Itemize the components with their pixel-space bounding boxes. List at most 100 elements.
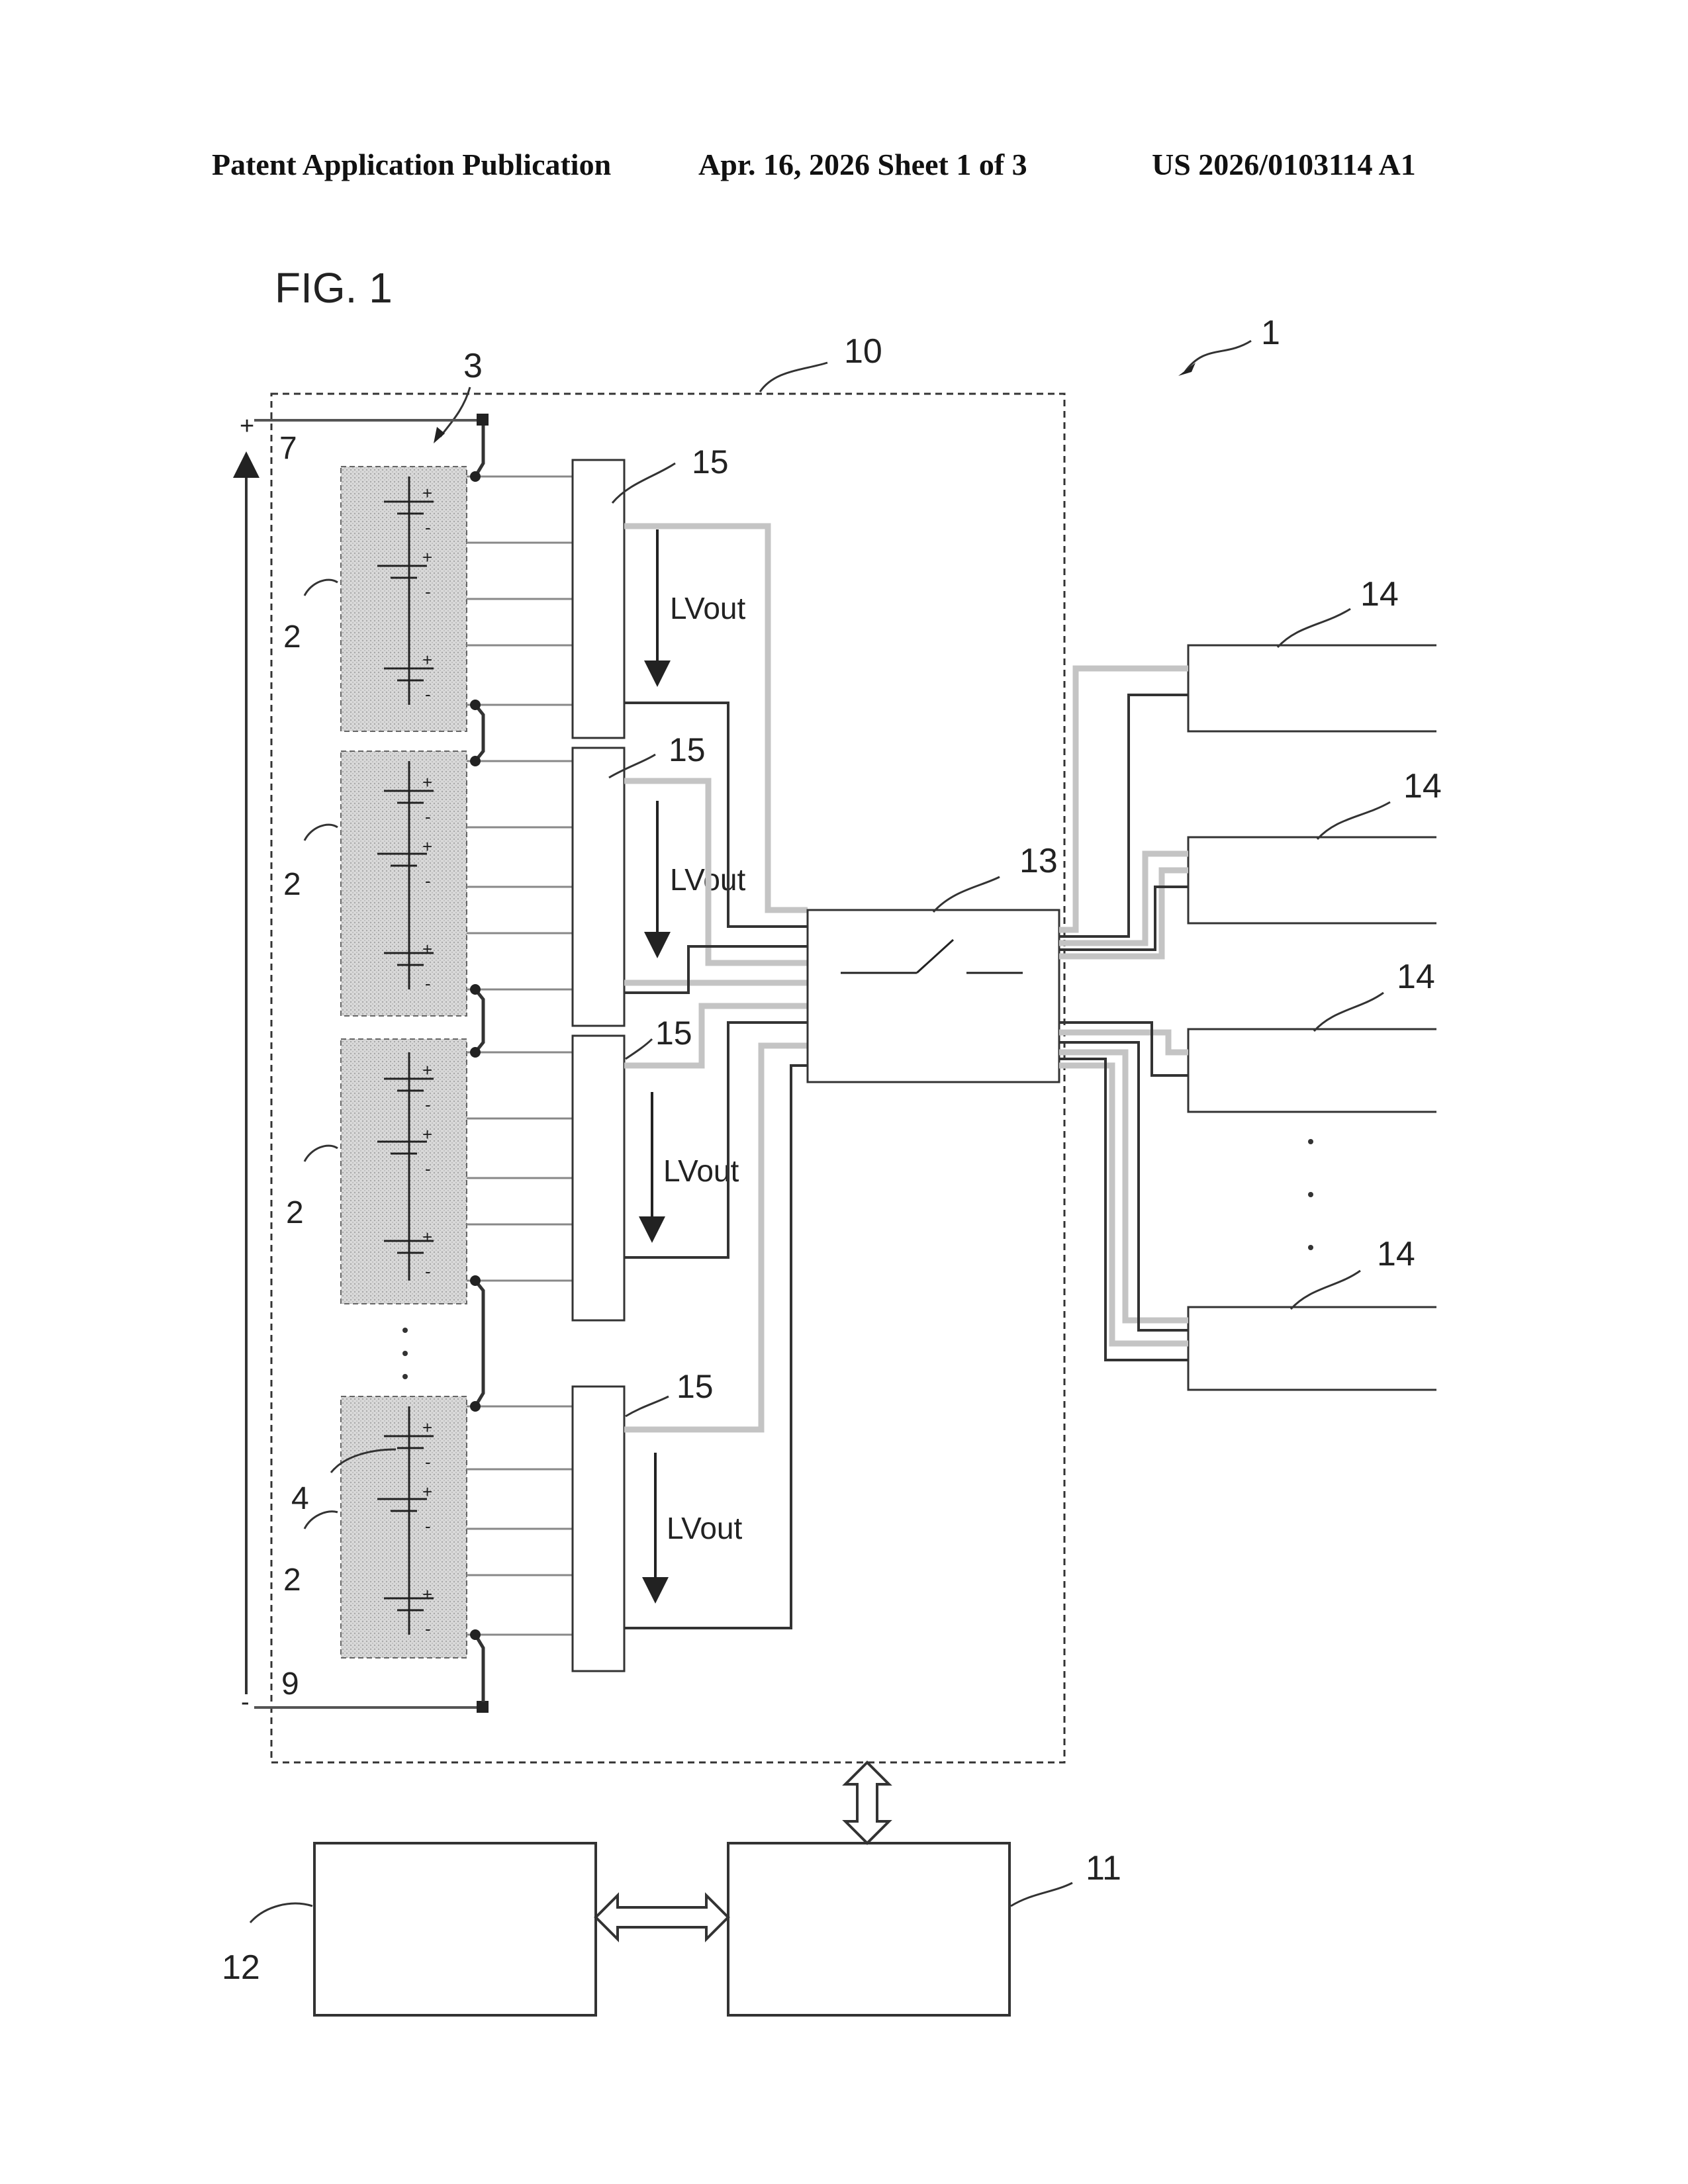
converter — [573, 748, 624, 1026]
ref-battery-block: 10 — [844, 332, 882, 371]
module-leader — [305, 1146, 338, 1161]
positive-terminal-sign: + — [240, 412, 254, 440]
ref-load: 14 — [1360, 575, 1399, 614]
module-body — [341, 467, 467, 731]
converter-box — [573, 1036, 624, 1320]
converter — [573, 1036, 624, 1320]
cell-minus-sign: - — [425, 871, 431, 891]
cell-plus-sign: + — [422, 1060, 432, 1080]
cell-plus-sign: + — [422, 547, 432, 567]
converter-leader — [626, 1396, 669, 1416]
lvout-label: LVout — [670, 591, 745, 625]
ref-converter: 15 — [677, 1368, 714, 1405]
load: 14 — [1188, 767, 1442, 923]
ref-controller: 11 — [1086, 1849, 1121, 1888]
converter-wiring — [624, 526, 808, 1628]
cell-plus-sign: + — [422, 650, 432, 670]
battery-module — [341, 1039, 573, 1304]
cell-minus-sign: - — [425, 1261, 431, 1281]
load-leader — [1317, 802, 1390, 839]
load: 14 — [1188, 1235, 1436, 1390]
cell-plus-sign: + — [422, 772, 432, 792]
module-leader — [305, 825, 338, 841]
controller-leader — [1011, 1883, 1072, 1906]
ref-module: 2 — [286, 1195, 304, 1230]
cell-minus-sign: - — [425, 1159, 431, 1179]
figure-title: FIG. 1 — [275, 264, 393, 312]
converter-box — [573, 748, 624, 1026]
cell-plus-sign: + — [422, 1584, 432, 1604]
cell-plus-sign: + — [422, 939, 432, 959]
load-wiring — [1059, 668, 1188, 1360]
load-leader — [1291, 1271, 1360, 1309]
module-ellipsis — [402, 1328, 408, 1379]
switch-unit-box — [808, 910, 1059, 1082]
host-leader — [250, 1903, 312, 1923]
converter-box — [573, 1387, 624, 1671]
host-box — [314, 1843, 596, 2015]
ref-module: 2 — [283, 1563, 301, 1598]
cell-minus-sign: - — [425, 974, 431, 993]
cell-minus-sign: - — [425, 807, 431, 827]
ref-cell: 4 — [291, 1481, 309, 1516]
cell-minus-sign: - — [425, 684, 431, 704]
converter-leader — [626, 1039, 652, 1059]
converter-box — [573, 460, 624, 738]
load-ellipsis — [1308, 1139, 1313, 1250]
cell-minus-sign: - — [425, 1516, 431, 1536]
battery-module — [341, 467, 573, 731]
ref-battery-stack: 3 — [463, 347, 483, 385]
load-box — [1188, 1307, 1436, 1390]
battery-module — [341, 751, 573, 1016]
load-leader — [1278, 609, 1350, 647]
host-controller-double-arrow — [596, 1895, 728, 1939]
module-leader — [305, 580, 338, 596]
converter — [573, 1387, 624, 1671]
switch-unit-leader — [933, 877, 1000, 912]
cell-plus-sign: + — [422, 1227, 432, 1247]
ref-negative-terminal: 9 — [281, 1666, 299, 1702]
cell-minus-sign: - — [425, 518, 431, 537]
lvout-label: LVout — [667, 1511, 742, 1545]
load: 14 — [1188, 575, 1436, 731]
ref-load: 14 — [1377, 1235, 1415, 1273]
system-leader — [1185, 341, 1251, 372]
ref-module: 2 — [283, 867, 301, 902]
cell-plus-sign: + — [422, 1418, 432, 1437]
ref-load: 14 — [1403, 767, 1442, 805]
load-leader — [1314, 993, 1383, 1031]
cell-minus-sign: - — [425, 1452, 431, 1472]
module-leader — [305, 1512, 338, 1529]
load-box — [1188, 837, 1436, 923]
battery-block-leader — [760, 363, 827, 392]
cell-minus-sign: - — [425, 1619, 431, 1639]
ref-converter: 15 — [692, 443, 729, 480]
load: 14 — [1188, 958, 1436, 1112]
cell-plus-sign: + — [422, 483, 432, 503]
controller-box — [728, 1843, 1009, 2015]
stack-leader-arrowhead — [434, 427, 445, 443]
series-nodes — [470, 471, 481, 1640]
load-box — [1188, 645, 1436, 731]
system-leader-arrowhead — [1178, 363, 1196, 376]
ref-converter: 15 — [655, 1015, 692, 1052]
ref-converter: 15 — [669, 731, 706, 768]
series-interconnect — [475, 426, 483, 1702]
ref-switch-unit: 13 — [1019, 842, 1058, 880]
controller-block-double-arrow — [845, 1762, 889, 1843]
ref-load: 14 — [1397, 958, 1435, 996]
positive-terminal-node — [477, 414, 489, 426]
ref-positive-terminal: 7 — [279, 431, 297, 466]
negative-terminal-node — [477, 1701, 489, 1713]
cell-minus-sign: - — [425, 582, 431, 602]
ref-module: 2 — [283, 619, 301, 655]
ref-host: 12 — [222, 1948, 260, 1987]
battery-module — [341, 1396, 573, 1658]
converter — [573, 460, 624, 738]
cell-plus-sign: + — [422, 837, 432, 856]
ref-system: 1 — [1261, 314, 1280, 352]
cell-minus-sign: - — [425, 1095, 431, 1115]
load-box — [1188, 1029, 1436, 1112]
cell-plus-sign: + — [422, 1124, 432, 1144]
